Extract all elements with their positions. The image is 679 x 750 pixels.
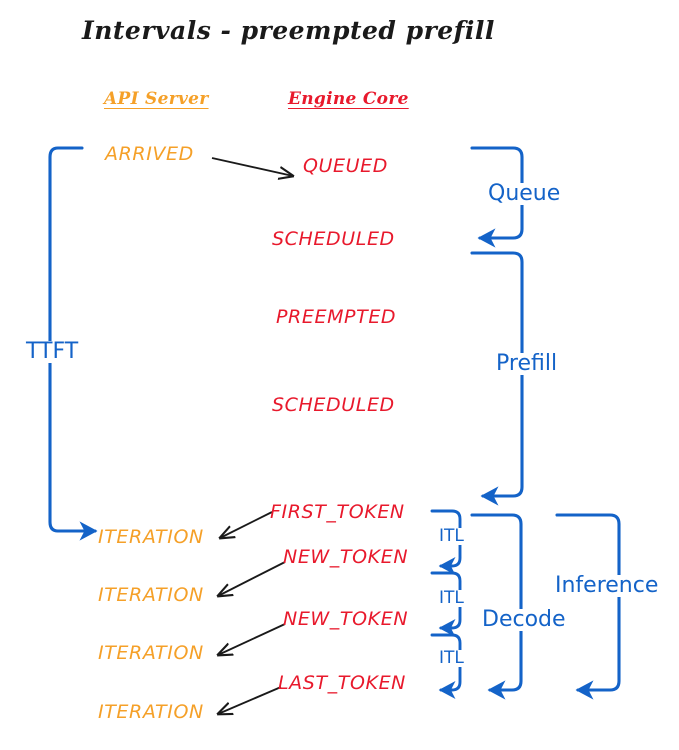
state-scheduled-1: SCHEDULED	[272, 228, 395, 250]
bracket-label-queue: Queue	[484, 183, 565, 205]
state-last-token: LAST_TOKEN	[278, 672, 406, 694]
column-header-engine-core: Engine Core	[288, 89, 409, 109]
state-iteration-1: ITERATION	[98, 526, 204, 548]
state-iteration-4: ITERATION	[98, 701, 204, 723]
bracket-label-itl-2: ITL	[437, 588, 466, 608]
state-preempted: PREEMPTED	[276, 306, 397, 328]
arrow-last-token-to-iteration	[218, 686, 282, 714]
arrow-arrived-to-queued	[211, 157, 293, 176]
state-arrived: ARRIVED	[105, 143, 194, 165]
state-new-token-2: NEW_TOKEN	[283, 608, 409, 630]
arrow-first-token-to-iteration	[220, 511, 273, 538]
inference-bracket	[555, 513, 621, 700]
bracket-label-itl-1: ITL	[437, 526, 466, 546]
state-new-token-1: NEW_TOKEN	[283, 546, 409, 568]
bracket-label-inference: Inference	[551, 575, 663, 597]
page-title: Intervals - preempted prefill	[82, 16, 495, 45]
arrow-new-token-to-iteration-1	[218, 561, 286, 596]
bracket-label-decode: Decode	[478, 609, 570, 631]
column-header-api-server: API Server	[104, 89, 209, 109]
decode-bracket	[470, 513, 523, 700]
bracket-label-itl-3: ITL	[437, 648, 466, 668]
state-first-token: FIRST_TOKEN	[270, 501, 405, 523]
state-queued: QUEUED	[303, 155, 389, 177]
arrow-new-token-to-iteration-2	[218, 623, 286, 655]
bracket-label-ttft: TTFT	[22, 341, 83, 363]
state-iteration-2: ITERATION	[98, 584, 204, 606]
state-iteration-3: ITERATION	[98, 642, 204, 664]
state-scheduled-2: SCHEDULED	[272, 394, 395, 416]
bracket-label-prefill: Prefill	[492, 353, 562, 375]
